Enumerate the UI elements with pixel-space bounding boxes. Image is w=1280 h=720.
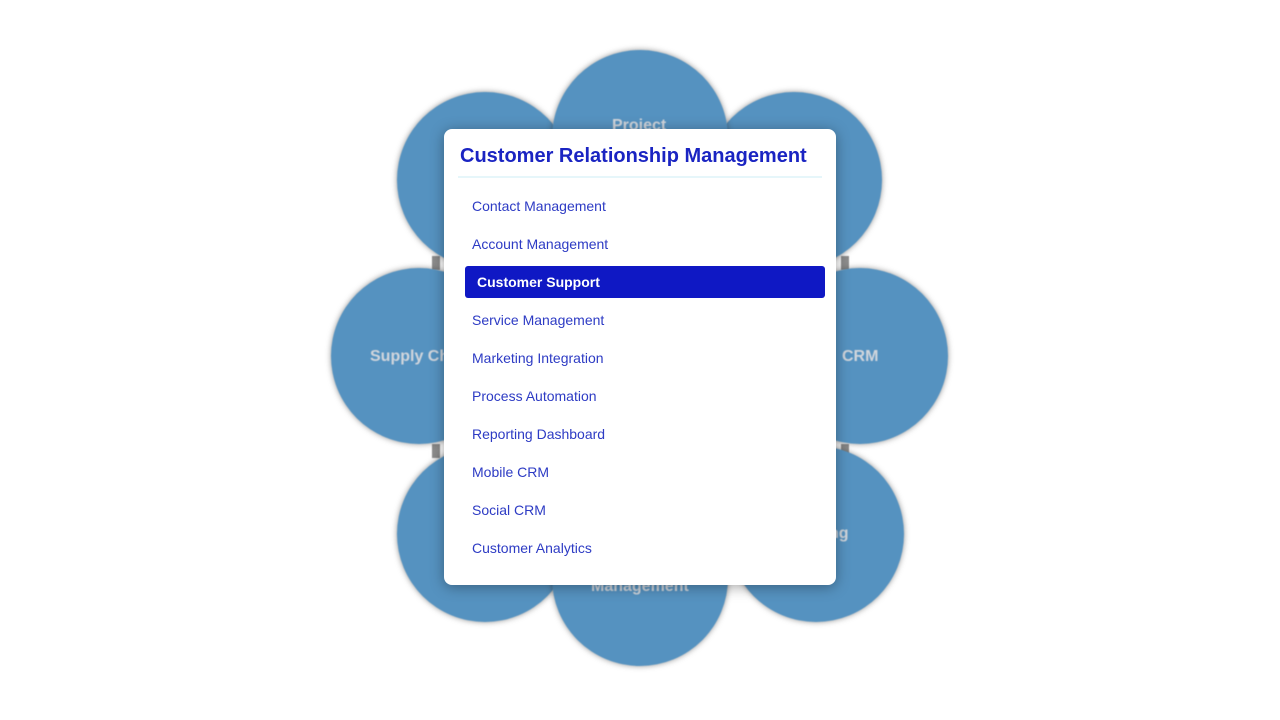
menu-item-contact-management[interactable]: Contact Management <box>472 198 606 214</box>
menu-item-marketing-integration[interactable]: Marketing Integration <box>472 350 604 366</box>
diagram-node-label-left: Supply Ch <box>370 348 450 365</box>
menu-item-customer-support[interactable]: Customer Support <box>465 266 825 298</box>
menu-item-service-management[interactable]: Service Management <box>472 312 605 328</box>
title-divider <box>458 176 822 178</box>
connector <box>432 444 440 458</box>
menu-item-mobile-crm[interactable]: Mobile CRM <box>472 464 550 480</box>
connector <box>432 256 440 270</box>
menu-item-process-automation[interactable]: Process Automation <box>472 388 597 404</box>
menu-item-customer-analytics[interactable]: Customer Analytics <box>472 540 592 556</box>
menu-item-account-management[interactable]: Account Management <box>472 236 609 252</box>
menu-item-social-crm[interactable]: Social CRM <box>472 502 546 518</box>
feature-menu: Contact Management Account Management Cu… <box>465 190 825 570</box>
menu-item-reporting-dashboard[interactable]: Reporting Dashboard <box>472 426 606 442</box>
diagram-node-label-right: CRM <box>842 348 879 365</box>
crm-popup-card: Customer Relationship Management Contact… <box>444 129 836 585</box>
popup-title: Customer Relationship Management <box>460 145 807 167</box>
connector <box>841 256 849 270</box>
